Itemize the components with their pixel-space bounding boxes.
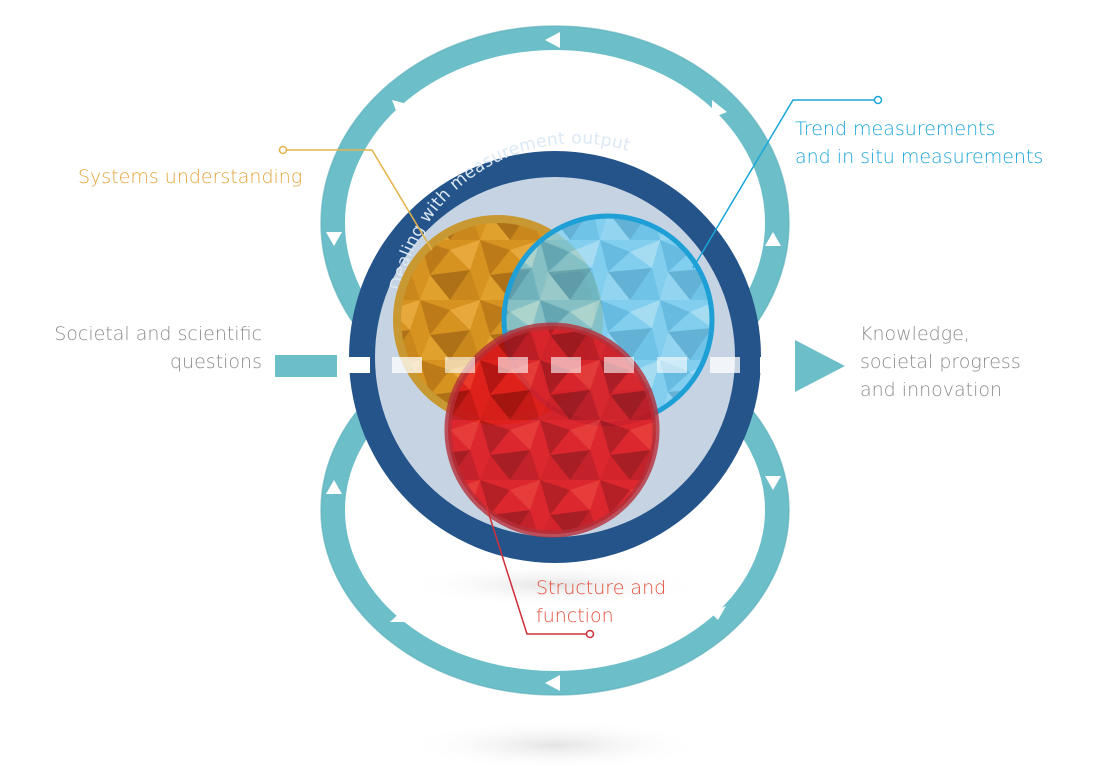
arrow-upper-right-icon bbox=[712, 100, 727, 118]
trend-measurements-label: Trend measurements and in situ measureme… bbox=[795, 118, 1044, 168]
leader-trend bbox=[692, 99, 878, 269]
arrow-lower-left-icon bbox=[390, 608, 408, 622]
main-arrow-head-icon bbox=[795, 340, 845, 392]
arrow-upper-left-icon bbox=[392, 100, 407, 116]
structure-function-label: Structure and function bbox=[536, 577, 667, 627]
arrow-top-icon bbox=[545, 32, 560, 48]
knowledge-label: Knowledge, societal progress and innovat… bbox=[860, 323, 1021, 401]
main-arrow bbox=[275, 340, 845, 392]
loop-arrows bbox=[326, 32, 781, 691]
systems-understanding-label: Systems understanding bbox=[78, 166, 303, 188]
arrow-right-lower-icon bbox=[765, 476, 781, 490]
structure-circle bbox=[448, 326, 656, 534]
leader-lines bbox=[278, 95, 883, 639]
arrow-right-upper-icon bbox=[765, 232, 781, 246]
leader-structure bbox=[485, 504, 590, 635]
middle-shadow bbox=[405, 563, 705, 607]
arrow-left-upper-icon bbox=[326, 232, 342, 246]
lower-shadow bbox=[405, 720, 705, 770]
arrow-left-lower-icon bbox=[326, 480, 342, 494]
leader-systems bbox=[283, 149, 433, 251]
arrow-bottom-icon bbox=[545, 675, 560, 691]
arrow-lower-right-icon bbox=[710, 606, 726, 620]
societal-questions-label: Societal and scientific questions bbox=[54, 323, 262, 373]
